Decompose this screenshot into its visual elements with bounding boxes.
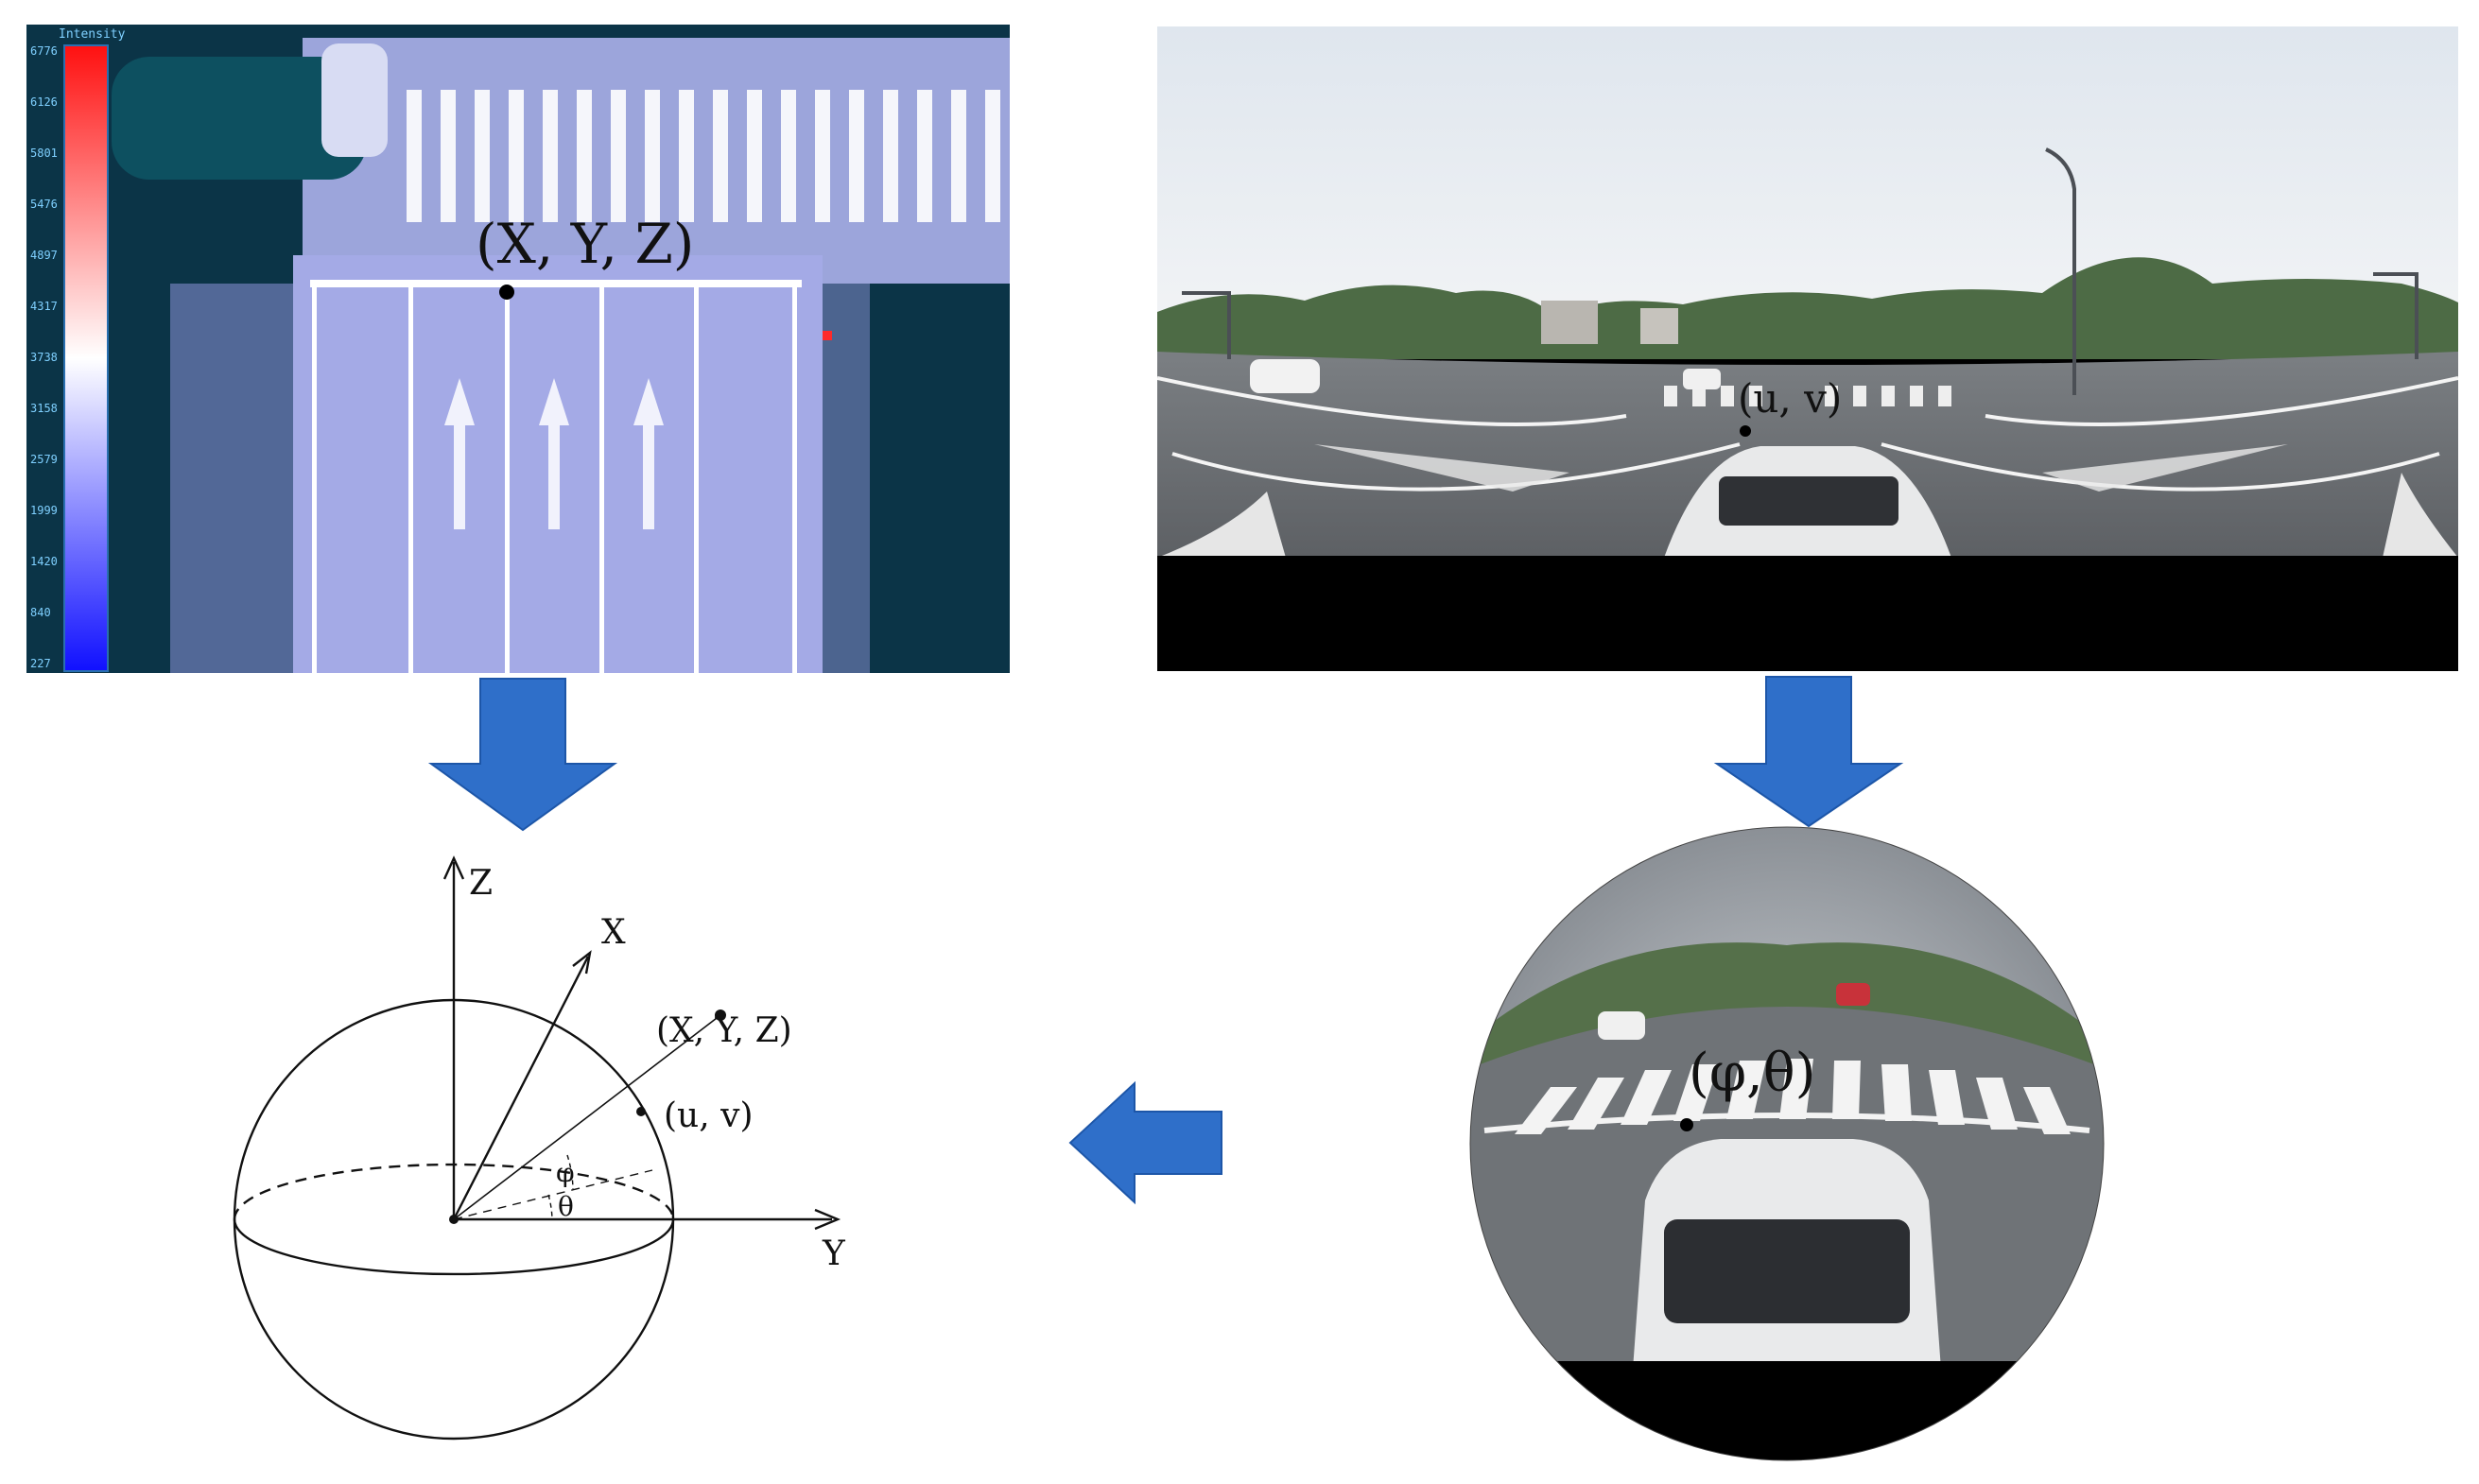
- panorama-sky: [1157, 26, 2458, 319]
- red-marker: [823, 331, 832, 340]
- theta-arc: [547, 1194, 553, 1220]
- colorbar-tick-label: 6776: [30, 44, 58, 58]
- fisheye-point-marker: [1680, 1118, 1693, 1131]
- point-xyz-label: (X, Y, Z): [656, 1011, 792, 1050]
- fisheye-stop-line: [1483, 1113, 2090, 1133]
- z-axis-arrowhead: [442, 855, 465, 880]
- panorama-black-band: [1157, 556, 2458, 671]
- left-sidewalk: [170, 284, 293, 673]
- colorbar-tick-label: 5476: [30, 198, 58, 211]
- fisheye-white-car: [1598, 1011, 1645, 1040]
- point-uv-marker: [636, 1107, 646, 1116]
- point-uv-label: (u, v): [664, 1096, 754, 1135]
- panorama-point-marker: [1740, 425, 1751, 437]
- street-lights: [1182, 147, 2418, 395]
- car-outline: [321, 43, 388, 157]
- x-axis-label: X: [601, 913, 626, 952]
- fisheye-rim: [1469, 826, 2105, 1461]
- colorbar-tick-label: 3158: [30, 402, 58, 415]
- lane-arrows: [444, 378, 664, 529]
- equator-front: [233, 1218, 675, 1276]
- colorbar: [63, 44, 109, 672]
- colorbar-tick-label: 1999: [30, 504, 58, 517]
- projection-ray: [453, 1014, 721, 1220]
- white-car: [1250, 359, 1320, 393]
- distant-car: [1683, 369, 1721, 389]
- z-axis-label: Z: [469, 864, 493, 903]
- building-left: [1541, 301, 1598, 344]
- colorbar-ticks: 6776 6126 5801 5476 4897 4317 3738 3158 2579 1999…: [30, 44, 58, 670]
- sphere-diagram-labels: Z X Y (X, Y, Z) (u, v) φ θ: [449, 864, 846, 1273]
- colorbar-tick-label: 4317: [30, 300, 58, 313]
- x-axis: [452, 956, 590, 1220]
- point-cloud-point-marker: [499, 285, 514, 300]
- panorama-panel: (u, v): [1157, 26, 2458, 671]
- origin-point: [449, 1215, 459, 1224]
- arrow-left: [1068, 1080, 1222, 1205]
- point-cloud-point-label: (X, Y, Z): [476, 212, 694, 276]
- sphere-diagram: [233, 855, 841, 1441]
- fisheye-point-label: (φ,θ): [1689, 1043, 1815, 1104]
- road-arrow-left: [1314, 444, 1569, 492]
- y-axis-label: Y: [822, 1234, 846, 1273]
- far-crosswalk: [1664, 386, 1951, 406]
- colorbar-tick-label: 227: [30, 657, 51, 670]
- fisheye-red-car: [1836, 983, 1870, 1006]
- colorbar-tick-label: 4897: [30, 249, 58, 262]
- lane-lines: [312, 284, 797, 673]
- fisheye-roof-panel: [1664, 1219, 1910, 1323]
- x-axis-arrowhead: [572, 950, 592, 975]
- road-arrow-right: [2042, 444, 2288, 492]
- fisheye-crosswalk: [1515, 1059, 2071, 1134]
- ego-vehicle-roof-panel: [1719, 476, 1898, 526]
- right-dark-region: [870, 284, 1010, 473]
- car-shadow: [112, 57, 367, 180]
- projection-ground-line: [453, 1169, 653, 1220]
- colorbar-title: Intensity: [59, 27, 126, 42]
- fisheye-black-bottom: [1470, 1361, 2104, 1460]
- theta-label: θ: [558, 1191, 574, 1222]
- building-right: [1640, 308, 1678, 344]
- colorbar-tick-label: 1420: [30, 555, 58, 568]
- point-xyz-marker: [715, 1009, 726, 1021]
- panorama-point-label: (u, v): [1738, 375, 1842, 422]
- colorbar-tick-label: 3738: [30, 351, 58, 364]
- phi-arc: [566, 1154, 574, 1190]
- phi-label: φ: [556, 1157, 575, 1188]
- colorbar-tick-label: 6126: [30, 95, 58, 109]
- ego-mirror-left: [1157, 492, 1286, 558]
- right-sidewalk: [823, 284, 870, 673]
- crosswalk-stripes: [407, 90, 1000, 222]
- colorbar-tick-label: 840: [30, 606, 51, 619]
- stop-line: [310, 280, 802, 287]
- flow-arrows: [427, 676, 1904, 1205]
- road-markings: [1157, 376, 2458, 492]
- ego-mirror-right: [2383, 473, 2458, 558]
- y-axis-arrowhead: [814, 1208, 841, 1231]
- fisheye-panel: (φ,θ): [1469, 826, 2105, 1461]
- colorbar-tick-label: 2579: [30, 453, 58, 466]
- point-cloud-panel: Intensity 6776 6126 5801 5476 4897 4317 3738 31…: [26, 25, 1010, 673]
- tree-line: [1157, 257, 2458, 359]
- arrow-down-right: [1713, 676, 1904, 828]
- arrow-down-left: [427, 678, 618, 832]
- colorbar-tick-label: 5801: [30, 147, 58, 160]
